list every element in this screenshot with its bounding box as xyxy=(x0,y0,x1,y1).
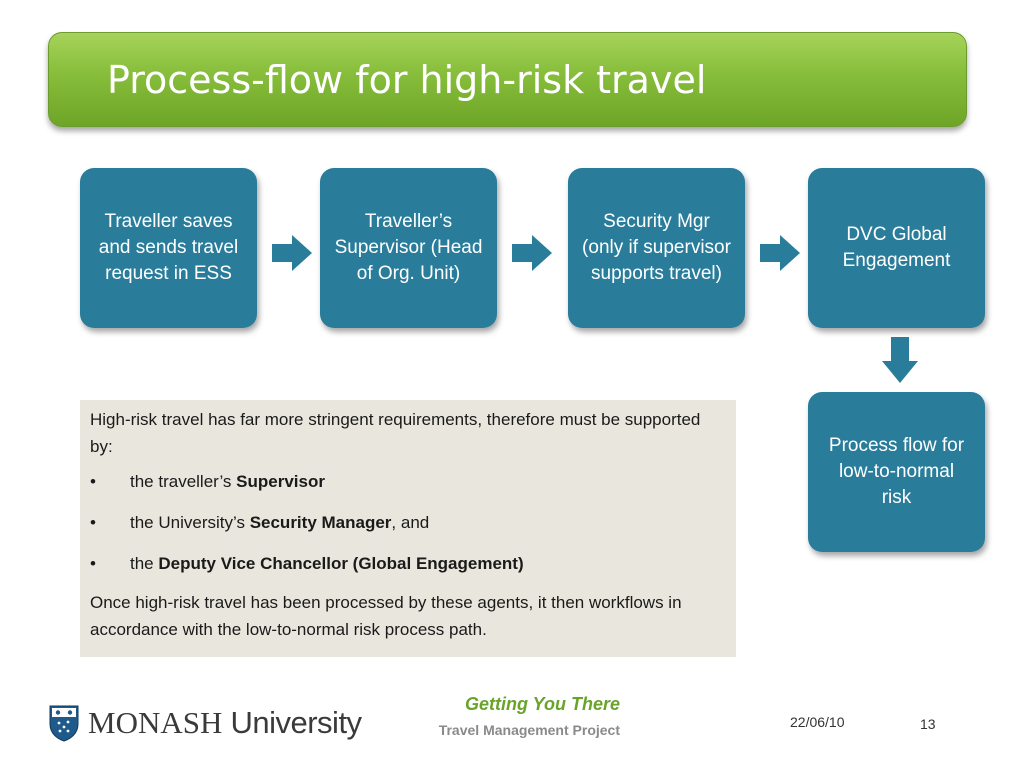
list-item-text-plain: the xyxy=(130,554,159,573)
list-item-text-suffix: , and xyxy=(391,513,430,532)
info-box: High-risk travel has far more stringent … xyxy=(80,400,736,657)
flow-step-supervisor: Traveller’s Supervisor (Head of Org. Uni… xyxy=(320,168,497,328)
bullet-marker: • xyxy=(90,554,96,573)
flow-step-dvc: DVC Global Engagement xyxy=(808,168,985,328)
list-item-text: the University’s Security Manager, and xyxy=(130,509,429,536)
arrow-right-icon xyxy=(512,235,552,271)
footer-project-name: Travel Management Project xyxy=(438,722,620,738)
flow-step-security-mgr: Security Mgr (only if supervisor support… xyxy=(568,168,745,328)
arrow-right-icon xyxy=(272,235,312,271)
slide-title: Process-flow for high-risk travel xyxy=(107,58,707,102)
flow-step-traveller: Traveller saves and sends travel request… xyxy=(80,168,257,328)
flow-step-dvc-label: DVC Global Engagement xyxy=(842,224,951,271)
footer-date: 22/06/10 xyxy=(790,714,845,730)
crest-icon xyxy=(49,705,79,742)
list-item-text-bold: Supervisor xyxy=(236,472,325,491)
flow-step-low-risk: Process flow for low-to-normal risk xyxy=(808,392,985,552)
logo-wordmark: MONASH University xyxy=(88,705,362,741)
info-intro: High-risk travel has far more stringent … xyxy=(90,410,701,456)
slide-number: 13 xyxy=(920,716,936,732)
bullet-marker: • xyxy=(90,472,96,491)
flow-step-security-mgr-label: Security Mgr (only if supervisor support… xyxy=(582,211,731,284)
list-item: • the Deputy Vice Chancellor (Global Eng… xyxy=(90,550,726,577)
flow-step-supervisor-label: Traveller’s Supervisor (Head of Org. Uni… xyxy=(334,211,483,284)
list-item-text: the traveller’s Supervisor xyxy=(130,468,325,495)
flow-step-traveller-label: Traveller saves and sends travel request… xyxy=(98,211,239,284)
monash-logo: MONASH University xyxy=(48,703,362,743)
info-outro: Once high-risk travel has been processed… xyxy=(90,593,682,639)
logo-word-university: University xyxy=(222,705,362,740)
list-item-text-bold: Deputy Vice Chancellor (Global Engagemen… xyxy=(158,554,524,573)
arrow-right-icon xyxy=(760,235,800,271)
list-item: • the University’s Security Manager, and xyxy=(90,509,726,536)
arrow-down-icon xyxy=(882,337,918,383)
bullet-marker: • xyxy=(90,513,96,532)
list-item-text-plain: the traveller’s xyxy=(130,472,237,491)
footer-tagline: Getting You There xyxy=(464,694,620,714)
list-item-text-bold: Security Manager xyxy=(249,513,392,532)
logo-word-monash: MONASH xyxy=(88,705,223,740)
list-item: • the traveller’s Supervisor xyxy=(90,468,726,495)
list-item-text: the Deputy Vice Chancellor (Global Engag… xyxy=(130,550,524,577)
list-item-text-plain: the University’s xyxy=(130,513,250,532)
slide-title-bar: Process-flow for high-risk travel xyxy=(48,32,967,127)
flow-step-low-risk-label: Process flow for low-to-normal risk xyxy=(828,435,965,508)
